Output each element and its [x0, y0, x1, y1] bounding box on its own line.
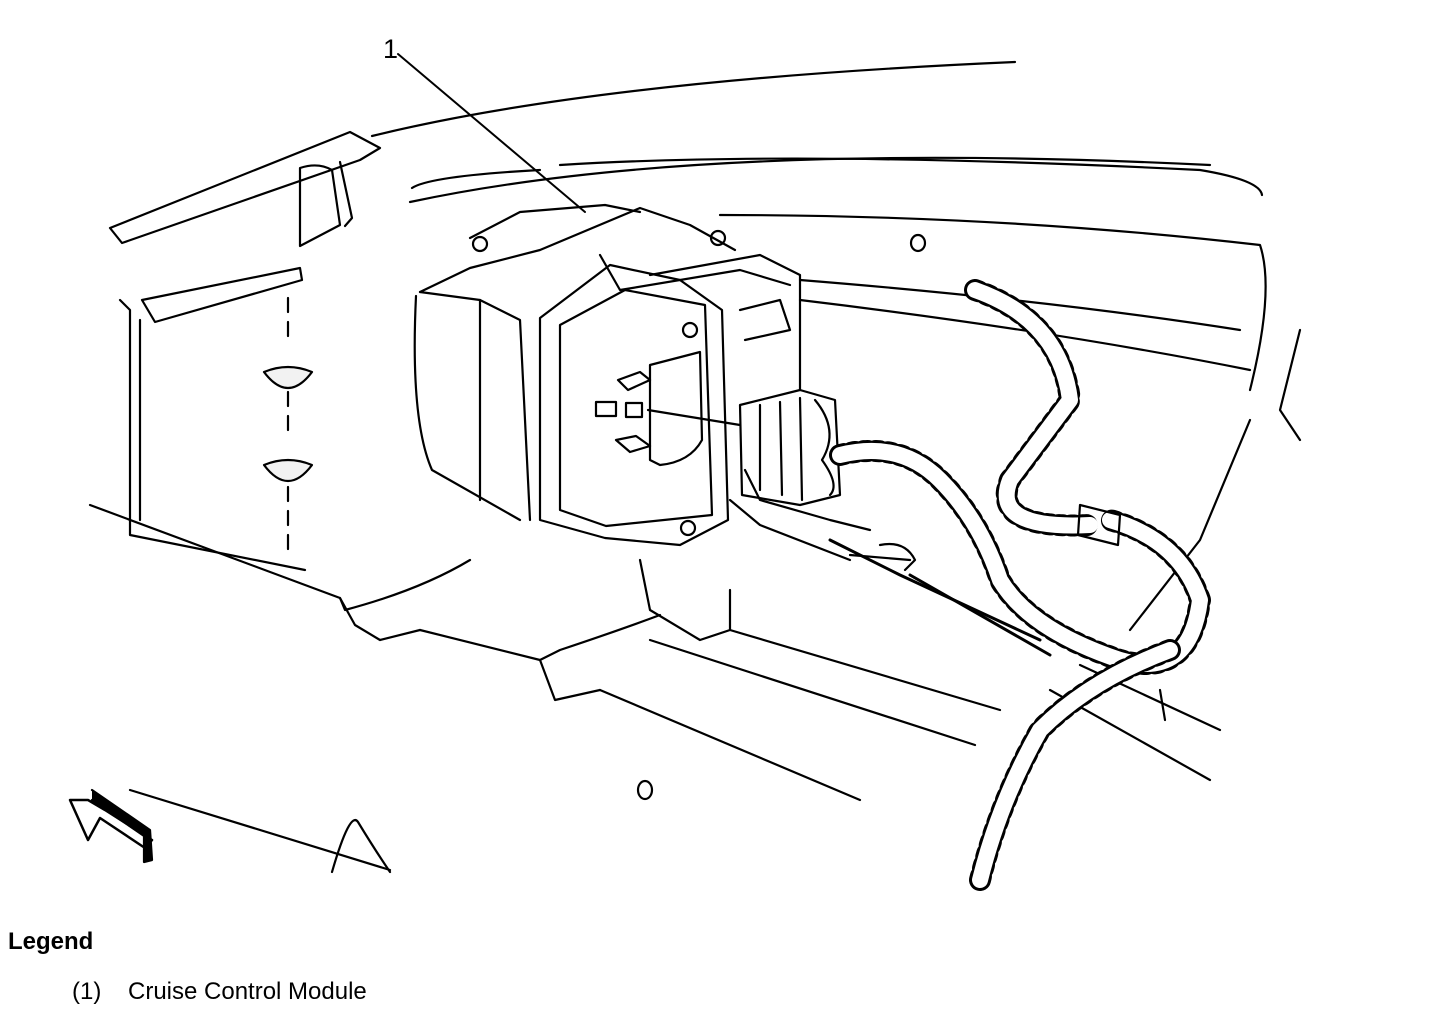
callout-leader-line [397, 53, 586, 213]
legend: Legend (1) Cruise Control Module [8, 928, 367, 1006]
cruise-control-module-diagram: 1 [68, 34, 1302, 891]
module-connector [728, 388, 872, 562]
legend-item-label: Cruise Control Module [128, 978, 367, 1005]
callout-number: 1 [383, 34, 398, 64]
cruise-control-module [413, 203, 802, 547]
forward-arrow-icon [68, 788, 154, 864]
legend-item-number: (1) [72, 978, 102, 1005]
wiring-harness [828, 279, 1211, 891]
body-panel-outline [370, 60, 1302, 632]
left-mounting-bracket [108, 130, 382, 572]
floor-crossmember [88, 503, 1222, 874]
legend-title: Legend [8, 928, 94, 955]
legend-item: (1) Cruise Control Module [72, 978, 367, 1006]
